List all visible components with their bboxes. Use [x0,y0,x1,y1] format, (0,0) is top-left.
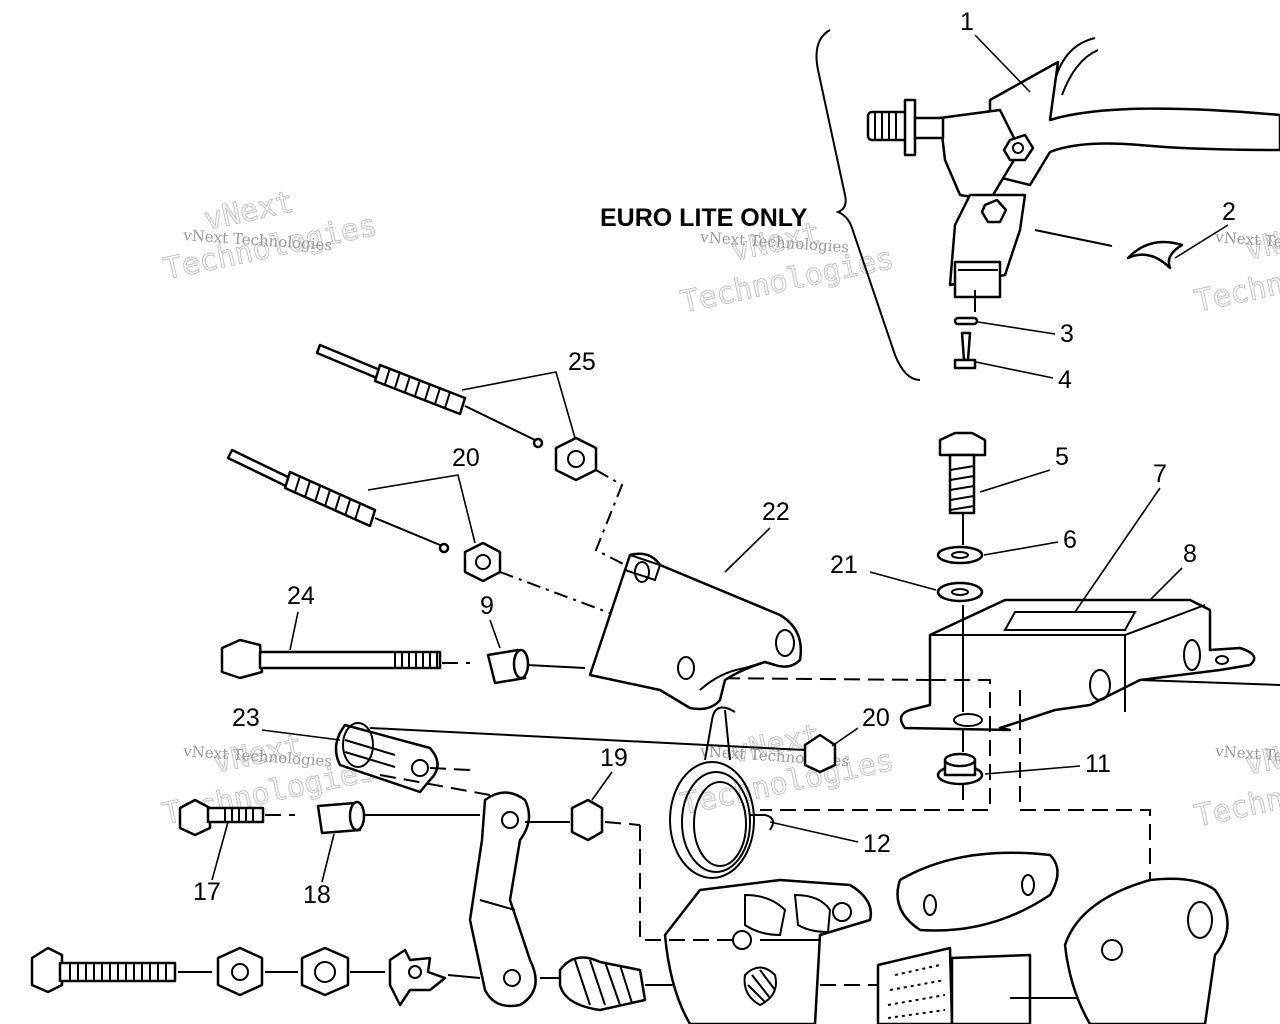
callout-7: 7 [1153,460,1167,488]
part-1-brake-lever [866,37,1280,299]
leader-18 [321,833,335,883]
leader-17 [211,821,229,881]
guide-2 [1034,229,1113,247]
callout-19: 19 [600,744,628,772]
callout-25: 25 [568,348,596,376]
bottom-adjuster [558,956,647,1012]
part-17-bolt [178,798,265,837]
leader-7 [1074,487,1161,613]
part-25-nut [554,436,598,482]
part-20-cable [226,448,450,554]
part-6-washer [936,545,984,565]
brake-actuating-arm [468,791,537,1008]
callout-17: 17 [193,878,221,906]
part-18-spacer [316,800,366,835]
part-12-torsion-spring [669,706,775,879]
guide-19 [604,821,641,826]
euro-lite-bracket [815,29,921,381]
callout-24: 24 [287,582,315,610]
callout-1: 1 [960,8,974,36]
callout-20-top: 20 [452,444,480,472]
guide-9 [526,664,586,669]
callout-6: 6 [1063,526,1077,554]
leader-11 [984,765,1081,775]
part-6-hole [951,551,969,559]
callout-3: 3 [1060,320,1074,348]
part-20-nut [463,541,502,583]
leader-3 [977,321,1056,335]
callout-18: 18 [303,881,331,909]
leader-5 [979,469,1051,493]
part-2-bushing [1126,240,1184,270]
guide-23 [429,767,471,771]
part-25-cable [315,343,544,449]
leader-6 [983,541,1059,556]
caliper-housing-right [1063,877,1229,1024]
caliper-body [663,878,873,1024]
leader-9 [489,619,501,649]
leader-2 [1174,224,1229,259]
guide-arm [379,774,491,796]
leader-12 [769,821,859,843]
callout-21: 21 [830,551,858,579]
guide-8e [1139,679,1280,686]
callout-2: 2 [1222,198,1236,226]
bottom-nut [300,946,350,997]
guide-8d [699,677,931,681]
brake-shoe [896,851,1059,932]
callout-20-lower: 20 [862,704,890,732]
callout-4: 4 [1058,366,1072,394]
callout-5: 5 [1055,443,1069,471]
leader-21 [869,571,937,591]
brake-pad [876,946,1032,1024]
guide-8b [760,679,991,811]
part-24-bolt [220,638,442,680]
watermark-6: vNext Technologies [1191,729,1280,835]
leader-25 [461,371,576,439]
part-21-washer [936,581,984,603]
part-4-screw [953,331,977,370]
guide-bottom-4 [447,974,481,979]
callout-23: 23 [232,704,260,732]
bottom-lock-washer [388,948,447,1007]
leader-23 [261,729,341,741]
part-21-hole [951,588,969,596]
leader-19 [591,771,613,801]
bottom-flange-nut [216,946,264,997]
part-23-clevis [334,722,439,794]
leader-20-lower [831,727,859,747]
callout-9: 9 [480,592,494,620]
guide-20-lower [369,727,806,751]
bottom-bolt [30,946,177,994]
leader-4 [975,361,1054,379]
leader-20-top [367,474,476,544]
leader-24 [289,611,299,651]
guide-8c [1019,690,1151,945]
euro-lite-label: EURO LITE ONLY [600,204,808,232]
guide-caliper [639,825,740,941]
part-19-locknut [570,798,604,842]
part-8-mount-bracket [899,598,1256,732]
callout-8: 8 [1183,540,1197,568]
callout-11: 11 [1085,750,1111,778]
part-3-washer [953,316,979,326]
leader-8 [1149,567,1183,601]
callout-22: 22 [762,498,790,526]
leader-22 [724,527,771,573]
part-22-cable-bracket [588,552,803,711]
callout-12: 12 [863,830,891,858]
leader-1 [974,34,1031,93]
guide-20 [499,571,616,616]
part-11-bushing [936,752,984,786]
part-20-nut-lower [803,733,837,774]
guide-25 [594,469,636,571]
part-5-bolt [938,431,987,515]
part-9-spacer [486,648,530,685]
